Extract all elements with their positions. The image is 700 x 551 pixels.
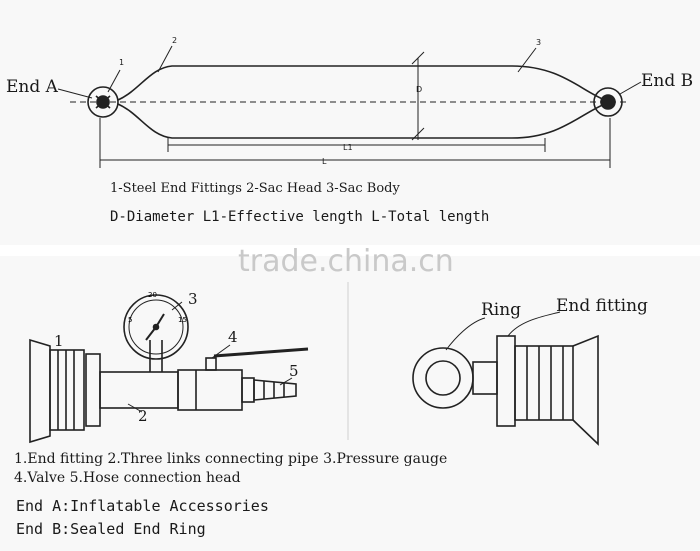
bottom-diagram-panel xyxy=(0,256,700,551)
end-fitting-rings xyxy=(49,349,85,431)
assembly-callout-5: 5 xyxy=(289,362,299,380)
watermark: trade.china.cn xyxy=(238,244,454,279)
svg-text:5: 5 xyxy=(128,316,132,324)
end-fitting-flange xyxy=(85,353,101,427)
end-a-label: End A xyxy=(6,77,58,97)
svg-text:20: 20 xyxy=(148,291,157,299)
ring-end-flare xyxy=(572,334,599,446)
assembly-callout-2: 2 xyxy=(138,407,148,425)
sac-body-bottom xyxy=(117,103,606,139)
dimension-d-label: D xyxy=(416,85,423,94)
caption-line-2: 4.Valve 5.Hose connection head xyxy=(14,470,241,486)
ring-shank xyxy=(472,361,498,395)
end-fitting-flare xyxy=(29,338,51,444)
caption-line-1: 1.End fitting 2.Three links connecting p… xyxy=(14,451,448,467)
callout-1: 1 xyxy=(119,58,125,67)
sealed-end-ring-assembly xyxy=(412,311,599,446)
valve-handle xyxy=(213,347,309,358)
end-a-fitting xyxy=(87,86,119,118)
legend-line-2: D-Diameter L1-Effective length L-Total l… xyxy=(110,209,490,225)
ring-fitting-rings xyxy=(514,345,574,421)
dimension-l1-label: L1 xyxy=(343,143,353,152)
caption-line-3: End A:Inflatable Accessories xyxy=(16,497,269,515)
end-fitting-label: End fitting xyxy=(556,296,648,316)
assembly-callout-4: 4 xyxy=(228,328,238,346)
inflation-assembly xyxy=(29,294,309,444)
callout-3: 3 xyxy=(536,38,542,47)
dimension-l-label: L xyxy=(322,157,327,166)
callout-2: 2 xyxy=(172,36,178,45)
valve-body xyxy=(177,369,243,411)
ring-flange xyxy=(496,335,516,427)
end-b-label: End B xyxy=(641,71,694,91)
pressure-gauge xyxy=(123,294,189,360)
legend-line-1: 1-Steel End Fittings 2-Sac Head 3-Sac Bo… xyxy=(110,181,400,196)
sac-body-top xyxy=(117,65,606,101)
svg-text:15: 15 xyxy=(178,316,187,324)
hose-connection-head xyxy=(241,377,255,403)
valve-stem xyxy=(205,357,217,371)
assembly-callout-3: 3 xyxy=(188,290,198,308)
ring-label: Ring xyxy=(481,300,522,320)
assembly-callout-1: 1 xyxy=(54,332,64,350)
top-diagram-panel xyxy=(0,0,700,245)
end-ring xyxy=(412,347,474,409)
caption-line-4: End B:Sealed End Ring xyxy=(16,520,206,538)
three-link-pipe xyxy=(99,371,179,409)
